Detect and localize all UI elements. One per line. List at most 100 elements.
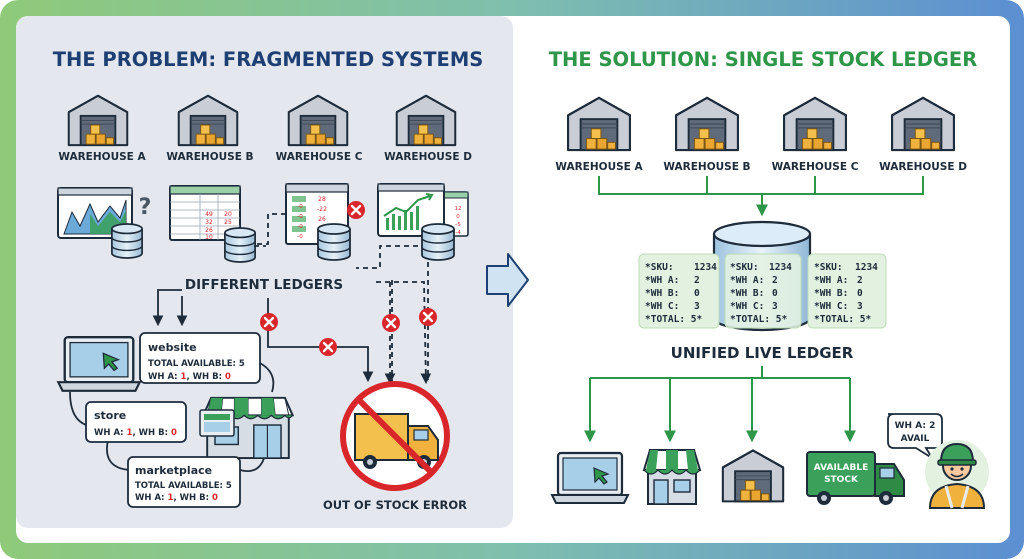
sheet-cell: 20 — [224, 211, 232, 218]
record-key: *SKU: — [814, 262, 843, 273]
record-key: *WH A: — [645, 275, 679, 286]
website-label: website — [148, 341, 197, 354]
record-value: 3 — [772, 301, 778, 312]
sheet-cell: -5 — [455, 222, 461, 228]
available-stock-truck-icon — [806, 451, 905, 505]
record-card-left: *SKU: 1234 *WH A: 2 *WH B: 0 *WH C: 3 *T… — [638, 253, 720, 329]
marketplace-label: marketplace — [135, 464, 212, 477]
record-key: *WH B: — [645, 288, 679, 299]
record-key: *WH B: — [730, 288, 764, 299]
record-value: 0 — [694, 288, 700, 299]
problem-warehouse-b: WAREHOUSE B — [166, 94, 254, 163]
sheet-cell: -4 — [455, 230, 461, 236]
record-value: 2 — [772, 275, 778, 286]
ledger-a-chart-window — [57, 187, 133, 239]
marketplace-wh-line: WH A: 1, WH B: 0 — [135, 493, 218, 503]
storefront-screen — [199, 409, 235, 437]
marketplace-total: TOTAL AVAILABLE: 5 — [135, 481, 232, 491]
store-wh-line: WH A: 1, WH B: 0 — [94, 428, 177, 438]
sheet-cell: -0 — [297, 214, 303, 220]
problem-warehouse-c: WAREHOUSE C — [276, 94, 363, 163]
website-card: website TOTAL AVAILABLE: 5 WH A: 1, WH B… — [139, 332, 261, 384]
problem-title: THE PROBLEM: FRAGMENTED SYSTEMS — [53, 48, 484, 71]
record-value: 1234 — [769, 262, 792, 273]
bubble-line-1: WH A: 2 — [895, 421, 936, 431]
record-total: *TOTAL: 5* — [730, 314, 787, 325]
database-icon-c — [317, 223, 351, 261]
out-of-stock-icon — [340, 381, 450, 491]
record-value: 1234 — [694, 262, 717, 273]
sheet-cell: 10 — [205, 234, 213, 241]
solution-warehouse-c: WAREHOUSE C — [772, 96, 859, 173]
out-of-stock-label: OUT OF STOCK ERROR — [323, 498, 467, 512]
error-x-icon — [418, 307, 438, 327]
record-value: 1234 — [855, 262, 878, 273]
solution-title: THE SOLUTION: SINGLE STOCK LEDGER — [549, 48, 978, 71]
sheet-cell: 28 — [318, 196, 326, 203]
different-ledgers-label: DIFFERENT LEDGERS — [185, 277, 343, 293]
green-store-icon — [642, 449, 702, 505]
warehouse-label: WAREHOUSE C — [276, 151, 363, 163]
record-value: 0 — [857, 288, 863, 299]
record-total: *TOTAL: 5* — [645, 314, 702, 325]
sheet-cell: 32 — [205, 219, 213, 226]
database-icon-b — [224, 227, 256, 263]
unified-ledger-label: UNIFIED LIVE LEDGER — [671, 344, 854, 362]
error-x-icon — [318, 337, 338, 357]
record-key: *SKU: — [730, 262, 759, 273]
sheet-cell: 25 — [224, 219, 232, 226]
website-wh-line: WH A: 1, WH B: 0 — [148, 372, 231, 382]
sheet-cell: 0 — [456, 214, 460, 220]
sheet-cell: 26 — [205, 227, 213, 234]
record-key: *WH B: — [814, 288, 848, 299]
record-total: *TOTAL: 5* — [814, 314, 871, 325]
distribution-connectors — [584, 366, 856, 443]
sheet-cell: 12 — [455, 206, 462, 212]
store-label: store — [94, 409, 126, 422]
solution-warehouse-a: WAREHOUSE A — [555, 96, 643, 173]
warehouse-label: WAREHOUSE C — [772, 161, 859, 173]
record-value: 2 — [694, 275, 700, 286]
problem-warehouse-d: WAREHOUSE D — [384, 94, 472, 163]
database-icon-d — [421, 223, 455, 261]
sheet-cell: -0 — [297, 234, 303, 240]
sheet-cell: -22 — [317, 206, 327, 213]
merge-connectors — [598, 176, 924, 217]
truck-label-2: STOCK — [824, 475, 859, 485]
sheet-cell: 26 — [318, 216, 326, 223]
record-value: 2 — [857, 275, 863, 286]
error-x-icon — [346, 200, 366, 220]
record-key: *WH C: — [645, 301, 679, 312]
channel-arrows — [152, 281, 432, 385]
record-card-right: *SKU: 1234 *WH A: 2 *WH B: 0 *WH C: 3 *T… — [807, 253, 887, 329]
database-icon-a — [111, 223, 143, 259]
transition-arrow-icon — [486, 253, 529, 307]
website-total: TOTAL AVAILABLE: 5 — [148, 359, 245, 369]
solution-warehouse-b: WAREHOUSE B — [663, 96, 751, 173]
solution-warehouse-d: WAREHOUSE D — [879, 96, 967, 173]
warehouse-worker-icon — [925, 440, 989, 509]
record-key: *WH C: — [814, 301, 848, 312]
ledger-d-chart-window: 12 0 -5 -4 — [377, 183, 469, 237]
record-value: 3 — [694, 301, 700, 312]
warehouse-label: WAREHOUSE B — [166, 151, 253, 163]
record-key: *SKU: — [645, 262, 674, 273]
record-value: 3 — [857, 301, 863, 312]
sheet-cell: -0 — [297, 204, 303, 210]
warehouse-label: WAREHOUSE D — [879, 161, 967, 173]
ledger-b-spreadsheet: 49 20 32 25 26 10 — [169, 185, 241, 241]
question-mark: ? — [139, 195, 152, 220]
record-key: *WH A: — [730, 275, 764, 286]
error-x-icon — [259, 312, 279, 332]
record-card-center: *SKU: 1234 *WH A: 2 *WH B: 0 *WH C: 3 *T… — [724, 253, 802, 329]
record-value: 0 — [772, 288, 778, 299]
record-key: *WH C: — [730, 301, 764, 312]
error-x-icon — [381, 313, 401, 333]
laptop-icon — [57, 336, 141, 392]
warehouse-label: WAREHOUSE D — [384, 151, 472, 163]
marketplace-card: marketplace TOTAL AVAILABLE: 5 WH A: 1, … — [127, 456, 241, 508]
store-card: store WH A: 1, WH B: 0 — [85, 401, 187, 443]
warehouse-label: WAREHOUSE A — [58, 151, 146, 163]
